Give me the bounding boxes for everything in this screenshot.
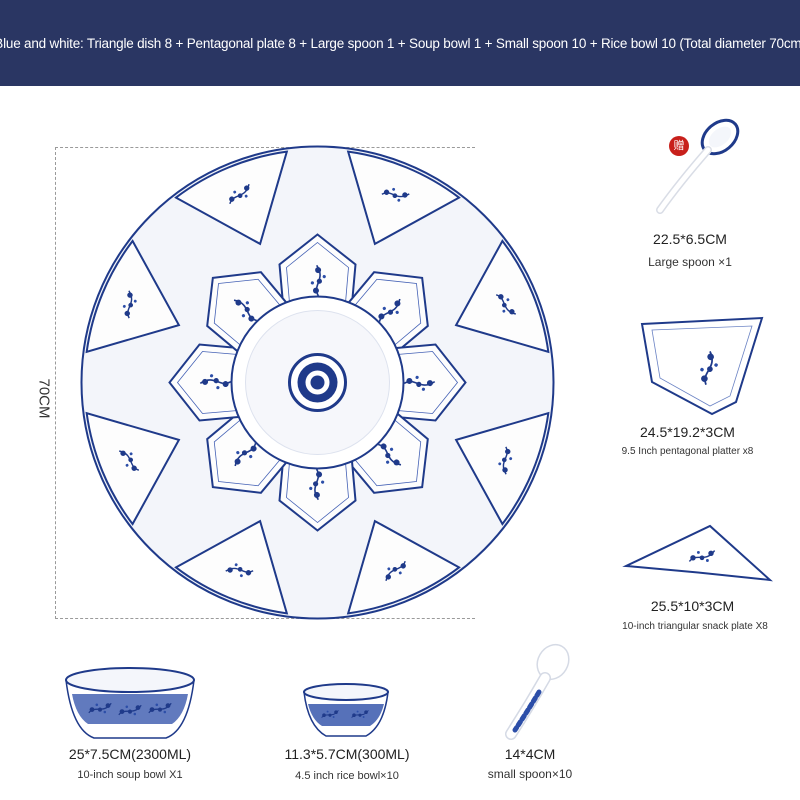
triangle-plate-image	[622, 524, 773, 582]
rice-bowl-image	[303, 683, 389, 737]
triangle-plate-caption: 10-inch triangular snack plate X8	[622, 621, 768, 632]
soup-bowl-size: 25*7.5CM(2300ML)	[68, 746, 192, 762]
triangle-plate-size: 25.5*10*3CM	[650, 598, 735, 614]
title-banner: Blue and white: Triangle dish 8 + Pentag…	[0, 0, 800, 86]
pentagonal-plate-caption: 9.5 Inch pentagonal platter x8	[621, 446, 754, 457]
rice-bowl-size: 11.3*5.7CM(300ML)	[284, 746, 410, 762]
pentagonal-plate-image	[640, 316, 764, 416]
diameter-label: 70CM	[35, 378, 53, 419]
large-spoon-image	[656, 118, 740, 214]
pentagonal-plate-size: 24.5*19.2*3CM	[640, 424, 735, 440]
soup-bowl-image	[65, 667, 195, 739]
small-spoon-size: 14*4CM	[504, 746, 556, 762]
platter-image	[80, 145, 555, 620]
rice-bowl-caption: 4.5 inch rice bowl×10	[295, 770, 399, 782]
banner-title: Blue and white: Triangle dish 8 + Pentag…	[0, 35, 800, 51]
gift-badge: 赠	[669, 136, 689, 156]
small-spoon-image	[505, 643, 570, 740]
small-spoon-caption: small spoon×10	[487, 767, 573, 781]
soup-bowl-caption: 10-inch soup bowl X1	[77, 769, 183, 781]
large-spoon-caption: Large spoon ×1	[648, 255, 732, 269]
large-spoon-size: 22.5*6.5CM	[653, 231, 727, 247]
diameter-dimension-line	[55, 147, 475, 619]
